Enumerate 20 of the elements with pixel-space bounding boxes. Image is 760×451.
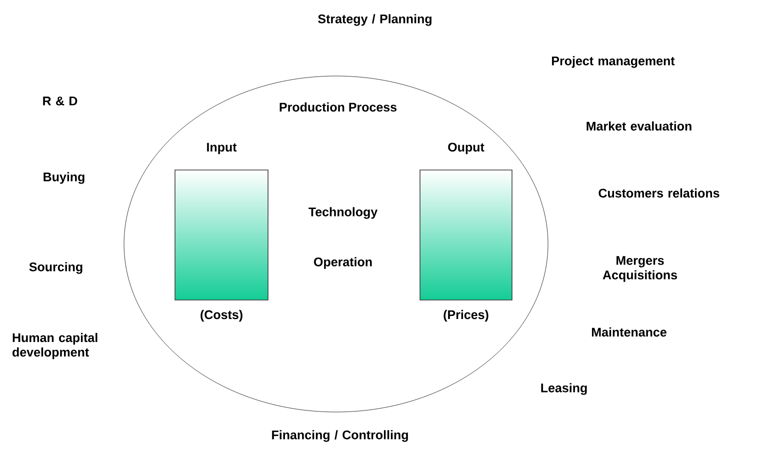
bar-box: Input <box>174 142 268 300</box>
label: Technology <box>308 207 378 219</box>
label: R & D <box>43 96 78 106</box>
node-label: Input <box>207 142 237 154</box>
node-label: (Prices) <box>444 310 488 322</box>
label: Human capital development <box>12 332 98 360</box>
label: Leasing <box>541 383 587 395</box>
bar-box: Ouput <box>420 142 512 300</box>
label: Strategy / Planning <box>318 14 432 26</box>
label: Sourcing <box>29 262 82 274</box>
label: Maintenance <box>592 327 666 337</box>
label: Financing / Controlling <box>272 430 408 442</box>
label: Project management <box>552 56 675 68</box>
node-label: (Costs) <box>200 310 242 322</box>
label: Customers relations <box>598 188 720 198</box>
label: Market evaluation <box>586 121 692 131</box>
label: Mergers Acquisitions <box>602 256 677 282</box>
node-label: Ouput <box>448 142 484 154</box>
label: Operation <box>314 257 372 269</box>
label: Buying <box>44 172 84 184</box>
